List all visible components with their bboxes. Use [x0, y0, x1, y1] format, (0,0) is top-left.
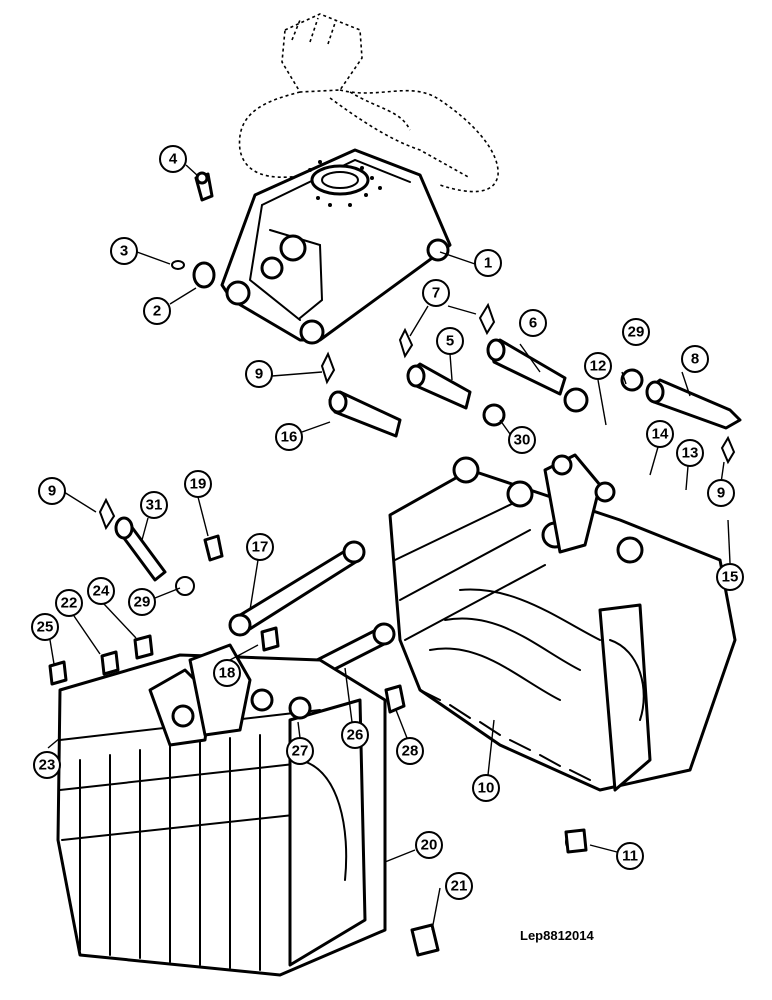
callout-label: 30	[514, 432, 531, 449]
callout-label: 31	[146, 497, 163, 514]
callout: 5	[436, 327, 464, 355]
callout-label: 21	[451, 878, 468, 895]
callout: 31	[140, 491, 168, 519]
callout-label: 14	[652, 426, 669, 443]
leader-lines	[47, 164, 731, 931]
callout-label: 9	[255, 366, 263, 383]
callout: 30	[508, 426, 536, 454]
callout: 19	[184, 470, 212, 498]
callout: 16	[275, 423, 303, 451]
callout: 9	[38, 477, 66, 505]
callout: 18	[213, 659, 241, 687]
callout: 22	[55, 589, 83, 617]
callout: 10	[472, 774, 500, 802]
callout: 11	[616, 842, 644, 870]
callout: 17	[246, 533, 274, 561]
callout-label: 19	[190, 476, 207, 493]
pins-upper	[320, 302, 742, 465]
callout: 12	[584, 352, 612, 380]
callout-label: 9	[717, 485, 725, 502]
hardware-top-left	[171, 171, 216, 289]
callout-label: 25	[37, 619, 54, 636]
callout: 3	[110, 237, 138, 265]
callout-label: 7	[432, 285, 440, 302]
callout-label: 9	[48, 483, 56, 500]
callout-label: 13	[682, 445, 699, 462]
callout: 26	[341, 721, 369, 749]
callout-label: 17	[252, 539, 269, 556]
callout-label: 2	[153, 303, 161, 320]
callout: 23	[33, 751, 61, 779]
callout-label: 4	[169, 151, 178, 168]
callout: 28	[396, 737, 424, 765]
callout: 21	[445, 872, 473, 900]
callout-label: 12	[590, 358, 607, 375]
callout: 13	[676, 439, 704, 467]
callout: 14	[646, 420, 674, 448]
callout: 29	[128, 588, 156, 616]
callout-label: 28	[402, 743, 419, 760]
callout-label: 15	[722, 569, 739, 586]
callout-label: 10	[478, 780, 495, 797]
head-bracket	[220, 148, 452, 345]
callout-label: 26	[347, 727, 364, 744]
left-grapple	[56, 643, 440, 977]
callout: 4	[159, 145, 187, 173]
callout-label: 23	[39, 757, 56, 774]
callout: 9	[245, 360, 273, 388]
callout: 9	[707, 479, 735, 507]
callout-label: 3	[120, 243, 128, 260]
callout: 7	[422, 279, 450, 307]
callout-label: 16	[281, 429, 298, 446]
rotator-outline	[238, 13, 499, 193]
callout: 27	[286, 737, 314, 765]
callout: 24	[87, 577, 115, 605]
callout: 1	[474, 249, 502, 277]
callout: 20	[415, 831, 443, 859]
callout-label: 8	[691, 351, 699, 368]
callout: 2	[143, 297, 171, 325]
callout-label: 20	[421, 837, 438, 854]
callout-label: 24	[93, 583, 110, 600]
callout-label: 22	[61, 595, 78, 612]
callout: 25	[31, 613, 59, 641]
callout-label: 1	[484, 255, 492, 272]
callout-label: 5	[446, 333, 454, 350]
callout-label: 11	[622, 848, 638, 865]
callout: 6	[519, 309, 547, 337]
callout: 8	[681, 345, 709, 373]
callout-label: 29	[134, 594, 151, 611]
callout: 29	[622, 318, 650, 346]
callout-label: 18	[219, 665, 236, 682]
callout: 15	[716, 563, 744, 591]
right-grapple	[388, 453, 737, 854]
callout-label: 6	[529, 315, 537, 332]
drawing-reference: Lep8812014	[520, 928, 594, 943]
callout-label: 27	[292, 743, 309, 760]
callout-label: 29	[628, 324, 645, 341]
